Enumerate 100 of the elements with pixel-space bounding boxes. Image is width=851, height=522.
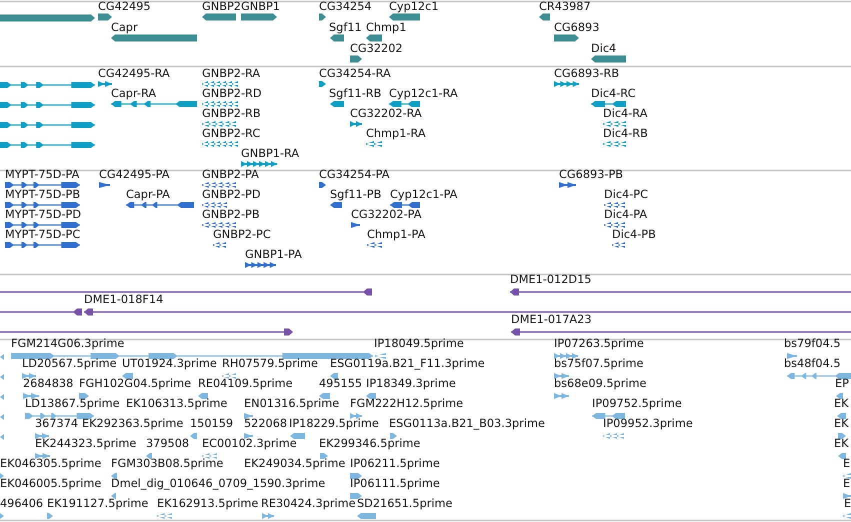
feature-label: CG32202-PA (351, 208, 422, 222)
feature-label: MYPT-75D-PD (5, 208, 82, 222)
feature-label: Dic4-RA (603, 107, 648, 121)
feature-label: CG32202 (350, 42, 403, 56)
feature-label: IP18229.5prime (289, 417, 379, 431)
feature-label: CG42495 (98, 0, 151, 14)
feature-label: EK (834, 417, 849, 431)
feature-label: Capr-RA (111, 87, 156, 101)
feature-label: MYPT-75D-PC (5, 228, 80, 242)
feature-label: Chmp1-RA (366, 127, 426, 141)
feature-label: Dic4-PA (604, 208, 648, 222)
feature-label: ESG0119a.B21_F11.3prime (330, 357, 485, 371)
feature-label: EK106313.5prime (126, 397, 228, 411)
feature-label: ESG0113a.B21_B03.3prime (389, 417, 545, 431)
feature-label: GNBP1 (241, 0, 280, 14)
feature-label: DME1-012D15 (510, 273, 592, 287)
feature-label: IP09952.3prime (603, 417, 693, 431)
feature-label: DME1-017A23 (511, 313, 592, 327)
feature-label: EP (835, 377, 849, 391)
feature-label: GNBP2 (202, 0, 241, 14)
feature-label: LD13867.5prime (25, 397, 120, 411)
feature-label: CG34254-PA (319, 168, 390, 182)
feature-label: EK (834, 437, 849, 451)
feature-label: E (843, 457, 850, 471)
feature-label: GNBP2-RA (202, 67, 260, 81)
feature-label: GNBP2-RD (202, 87, 262, 101)
feature-label: Dmel_dig_010646_0709_1590.3prime (111, 477, 326, 491)
feature-label: RE30424.3prime (261, 497, 356, 511)
feature-label: bs48f04.5 (784, 357, 841, 371)
feature-label: FGM214G06.3prime (11, 337, 124, 351)
feature-label: Dic4-PC (604, 188, 648, 202)
feature-label: SD21651.5prime (357, 497, 452, 511)
feature-label: 496406 (0, 497, 44, 511)
feature-label: Cyp12c1-PA (390, 188, 458, 202)
feature-label: bs75f07.5prime (554, 357, 644, 371)
feature-label: CG34254-RA (319, 67, 391, 81)
feature-label: IP06111.5prime (350, 477, 440, 491)
feature-label: EK191127.5prime (47, 497, 148, 511)
feature-label: FGM222H12.5prime (350, 397, 464, 411)
feature-label: Sgf11 (329, 21, 362, 35)
feature-label: Cyp12c1 (389, 0, 439, 14)
feature-label: EC00102.3prime (202, 437, 297, 451)
feature-label: bs79f04.5 (784, 337, 841, 351)
feature-label: Dic4-RB (603, 127, 648, 141)
feature-label: CG42495-PA (99, 168, 170, 182)
feature-label: GNBP1-RA (241, 147, 300, 161)
feature-label: 522068 (244, 417, 288, 431)
feature-label: EK162913.5prime (157, 497, 258, 511)
feature-label: LD20567.5prime (22, 357, 117, 371)
feature-label: EK244323.5prime (35, 437, 136, 451)
feature-label: 367374 (35, 417, 78, 431)
feature-label: CG6893 (554, 21, 600, 35)
feature-label: UT01924.3prime (122, 357, 217, 371)
feature-label: Dic4-RC (591, 87, 636, 101)
feature-label: E (843, 477, 850, 491)
feature-label: MYPT-75D-PB (5, 188, 80, 202)
feature-label: Sgf11-PB (330, 188, 382, 202)
feature-label: CG6893-PB (559, 168, 624, 182)
feature-label: Capr-PA (126, 188, 170, 202)
feature-label: RH07579.5prime (222, 357, 318, 371)
feature-label: IP06211.5prime (350, 457, 440, 471)
feature-label: Dic4-PB (612, 228, 656, 242)
feature-label: GNBP2-PD (202, 188, 261, 202)
feature-label: DME1-018F14 (84, 293, 164, 307)
feature-label: FGH102G04.5prime (79, 377, 192, 391)
feature-label: CG34254 (319, 0, 372, 14)
feature-label: 150159 (190, 417, 234, 431)
feature-label: EK292363.5prime (82, 417, 184, 431)
feature-label: CR43987 (539, 0, 591, 14)
feature-label: IP09752.5prime (592, 397, 682, 411)
feature-label: IP18349.3prime (366, 377, 456, 391)
feature-label: FGM303B08.5prime (111, 457, 224, 471)
feature-label: EN01316.5prime (244, 397, 340, 411)
feature-label: CG32202-RA (350, 107, 422, 121)
feature-label: Chmp1-PA (367, 228, 426, 242)
feature-label: RE04109.5prime (198, 377, 293, 391)
feature-label: IP18049.5prime (374, 337, 464, 351)
feature-label: EK046305.5prime (0, 457, 102, 471)
feature-label: GNBP2-RB (202, 107, 261, 121)
feature-label: GNBP2-RC (202, 127, 260, 141)
feature-label: EK046005.5prime (0, 477, 102, 491)
feature-label: Cyp12c1-RA (389, 87, 458, 101)
feature-label: GNBP2-PB (202, 208, 260, 222)
feature-label: 2684838 (23, 377, 74, 391)
feature-label: EK299346.5prime (319, 437, 420, 451)
feature-label: CG42495-RA (98, 67, 170, 81)
feature-label: MYPT-75D-PA (5, 168, 80, 182)
feature-label: Chmp1 (366, 21, 406, 35)
feature-label: Capr (111, 21, 138, 35)
feature-label: GNBP2-PA (202, 168, 259, 182)
feature-label: bs68e09.5prime (554, 377, 646, 391)
feature-label: CG6893-RB (554, 67, 620, 81)
feature-label: Dic4 (591, 42, 616, 56)
feature-label: EK (834, 397, 849, 411)
feature-label: IP07263.5prime (554, 337, 644, 351)
feature-label: E (844, 497, 851, 511)
feature-label: 379508 (146, 437, 190, 451)
feature-label: GNBP2-PC (213, 228, 271, 242)
feature-label: EK249034.5prime (244, 457, 346, 471)
feature-label: Sgf11-RB (329, 87, 382, 101)
